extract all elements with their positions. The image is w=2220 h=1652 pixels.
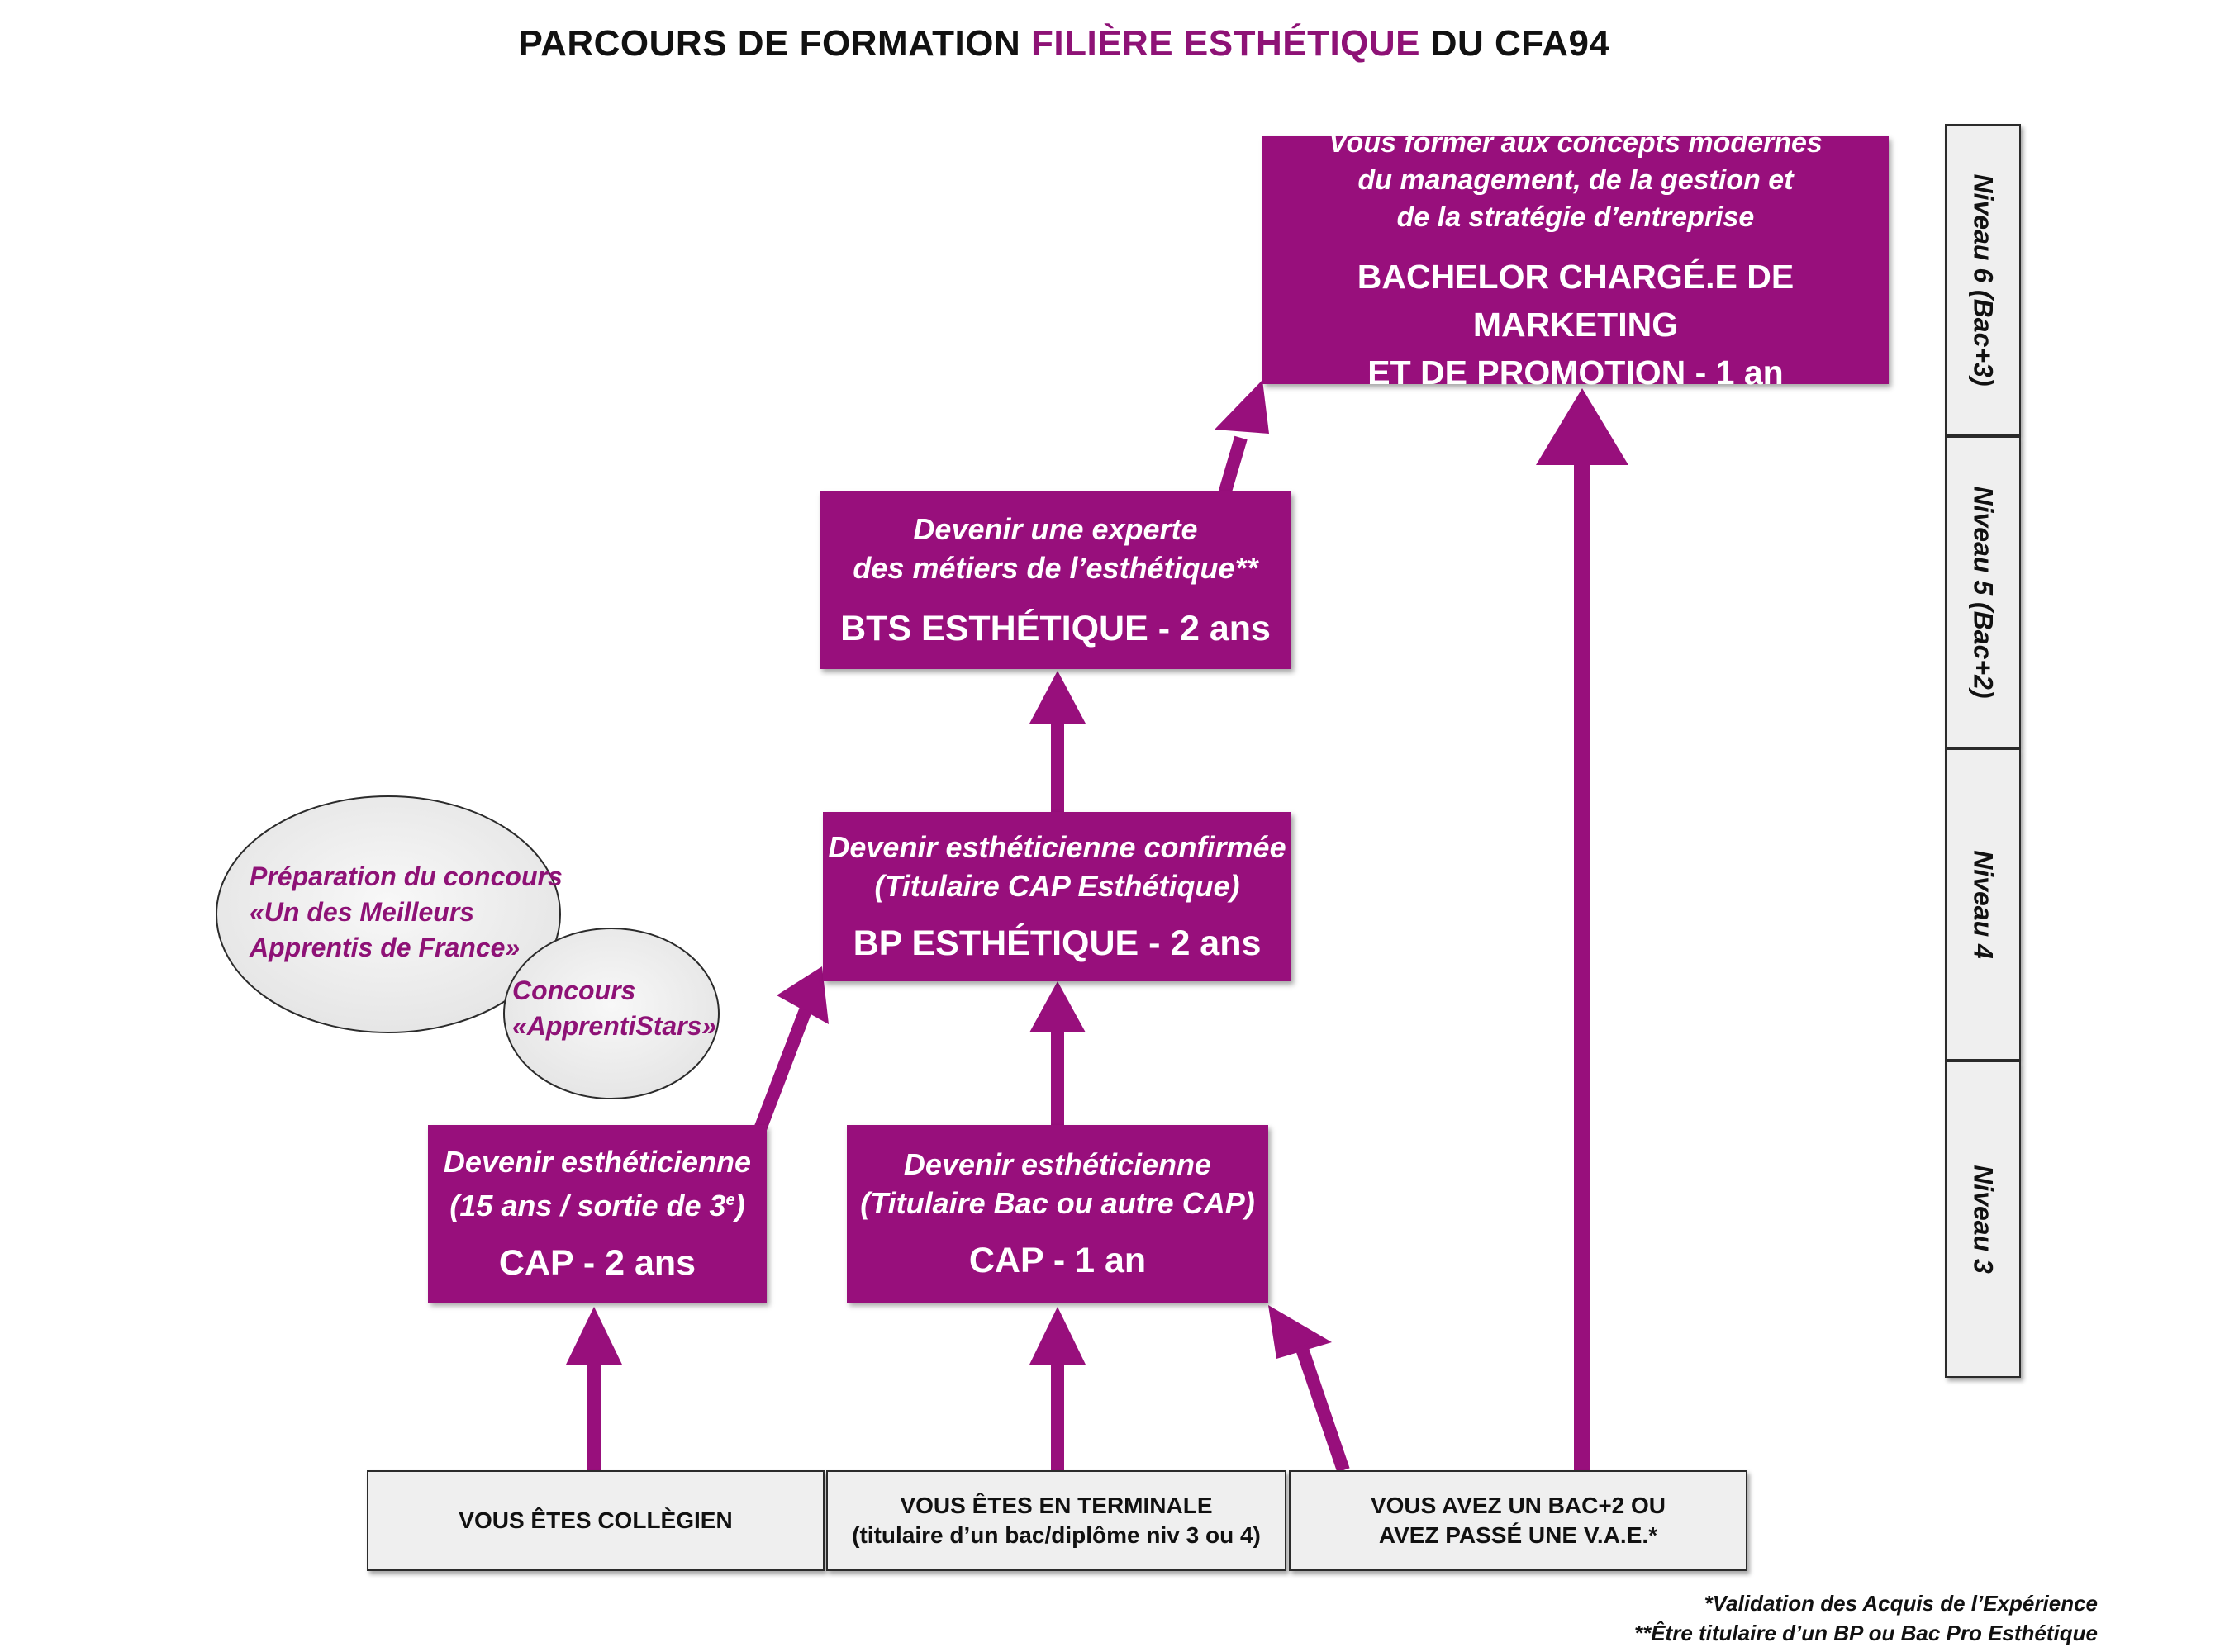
bachelor-title: BACHELOR CHARGÉ.E DE MARKETING ET DE PRO… <box>1357 257 1795 392</box>
arrow-college-to-cap2-head <box>566 1307 622 1365</box>
arrow-bts-to-bachelor-shaft <box>1218 435 1248 496</box>
footnote-vae: *Validation des Acquis de l’Expérience <box>1704 1591 2098 1616</box>
bts-box: Devenir une experte des métiers de l’est… <box>820 491 1291 669</box>
arrow-bp-to-bts-head <box>1029 671 1086 724</box>
bachelor-subtitle: Vous former aux concepts modernes du man… <box>1329 126 1823 233</box>
cap-1-an-box: Devenir esthéticienne (Titulaire Bac ou … <box>847 1125 1268 1303</box>
arrow-bac2-to-cap1-shaft <box>1295 1344 1350 1473</box>
level-3: Niveau 3 <box>1945 1061 2021 1378</box>
level-4: Niveau 4 <box>1945 748 2021 1061</box>
level-5: Niveau 5 (Bac+2) <box>1945 436 2021 748</box>
page-title-accent: FILIÈRE ESTHÉTIQUE <box>1030 23 1421 64</box>
entry-bac2-vae: VOUS AVEZ UN BAC+2 OU AVEZ PASSÉ UNE V.A… <box>1289 1470 1747 1571</box>
bp-box: Devenir esthéticienne confirmée (Titulai… <box>823 812 1291 981</box>
arrow-terminale-to-cap1-head <box>1029 1307 1086 1365</box>
bubble-apprentistars <box>503 928 720 1099</box>
arrow-bac2-to-cap1-head <box>1268 1305 1332 1359</box>
bubble-concours-maf <box>216 795 561 1033</box>
cap-2-ans-title: CAP - 2 ans <box>498 1242 696 1283</box>
bubble-concours-maf-text: Préparation du concours «Un des Meilleur… <box>250 862 563 962</box>
bts-subtitle: Devenir une experte des métiers de l’est… <box>853 511 1258 585</box>
cap-1-an-subtitle: Devenir esthéticienne (Titulaire Bac ou … <box>860 1146 1255 1220</box>
footnote-bts: **Être titulaire d’un BP ou Bac Pro Esth… <box>1633 1621 2098 1645</box>
page-title: PARCOURS DE FORMATION FILIÈRE ESTHÉTIQUE… <box>518 23 1610 64</box>
bubble-apprentistars-text: Concours «ApprentiStars» <box>512 976 717 1041</box>
arrow-bac2-to-bachelor-head <box>1536 388 1628 465</box>
cap-2-ans-subtitle: Devenir esthéticienne (15 ans / sortie d… <box>443 1144 752 1222</box>
arrow-terminale-to-cap1-shaft <box>1051 1363 1064 1470</box>
arrow-cap1-to-bp-head <box>1029 981 1086 1032</box>
bts-title: BTS ESTHÉTIQUE - 2 ans <box>840 608 1271 648</box>
entry-terminale: VOUS ÊTES EN TERMINALE (titulaire d’un b… <box>826 1470 1286 1571</box>
cap-2-ans-box: Devenir esthéticienne (15 ans / sortie d… <box>428 1125 767 1303</box>
arrow-cap2-to-bp-head <box>777 966 829 1024</box>
entry-collegien: VOUS ÊTES COLLÈGIEN <box>367 1470 825 1571</box>
arrow-college-to-cap2-shaft <box>587 1363 601 1470</box>
arrow-bp-to-bts-shaft <box>1051 717 1064 814</box>
bachelor-box: Vous former aux concepts modernes du man… <box>1262 127 1889 392</box>
cap-1-an-title: CAP - 1 an <box>968 1240 1147 1280</box>
arrow-cap2-to-bp-shaft <box>753 1008 812 1132</box>
level-6: Niveau 6 (Bac+3) <box>1945 124 2021 436</box>
arrow-cap1-to-bp-shaft <box>1051 1024 1064 1127</box>
bp-title: BP ESTHÉTIQUE - 2 ans <box>853 923 1262 963</box>
arrow-bts-to-bachelor-head <box>1215 380 1269 434</box>
arrow-bac2-to-bachelor-shaft <box>1574 458 1590 1470</box>
bp-subtitle: Devenir esthéticienne confirmée (Titulai… <box>828 829 1286 903</box>
